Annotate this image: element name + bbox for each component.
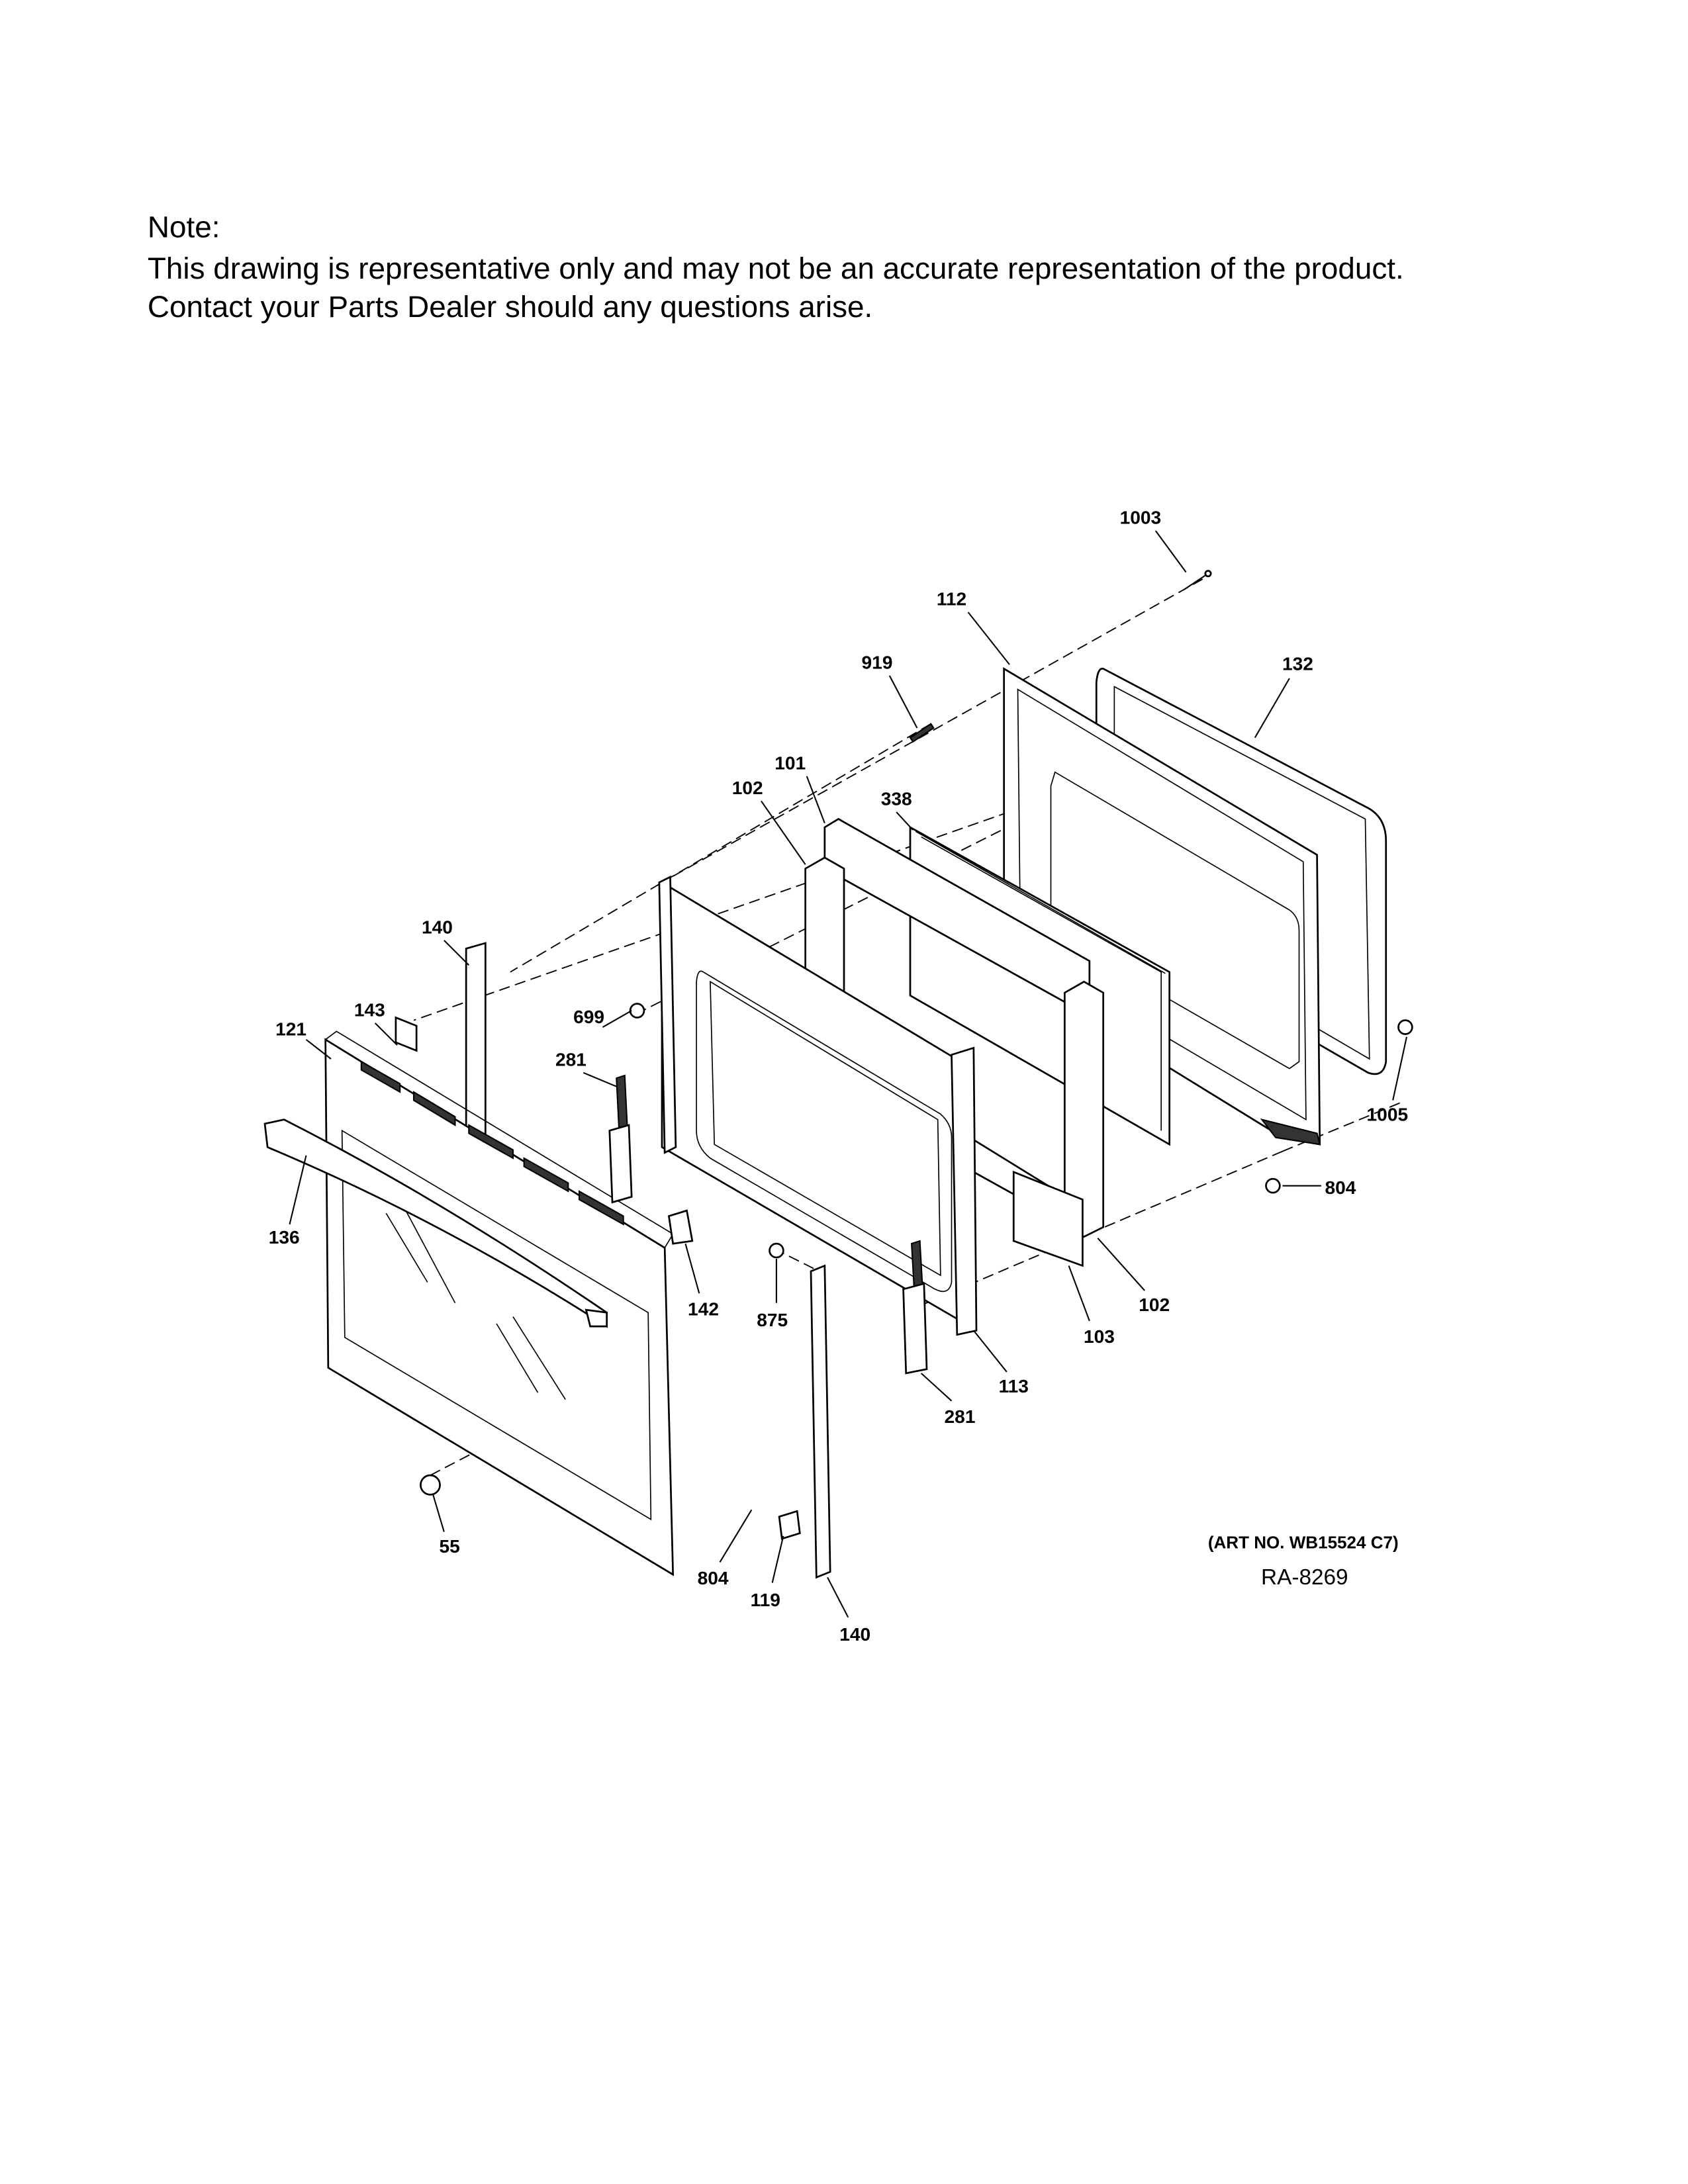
callout-121: 121 bbox=[275, 1019, 306, 1040]
callout-919: 919 bbox=[862, 652, 893, 672]
callout-804-right: 804 bbox=[1325, 1177, 1356, 1198]
part-140-rail-lower bbox=[810, 1264, 831, 1579]
callout-281-right: 281 bbox=[945, 1406, 976, 1427]
part-919-pin bbox=[909, 723, 935, 743]
part-281-hinge-left bbox=[608, 1074, 633, 1204]
part-142-latch bbox=[667, 1209, 694, 1245]
callout-1003: 1003 bbox=[1120, 508, 1162, 528]
callout-113: 113 bbox=[999, 1376, 1029, 1396]
note-heading: Note: bbox=[148, 210, 220, 244]
part-1003-screw bbox=[1182, 570, 1212, 591]
callout-699: 699 bbox=[573, 1007, 604, 1027]
part-121-outer-door bbox=[324, 1030, 675, 1576]
art-number: (ART NO. WB15524 C7) bbox=[1208, 1533, 1399, 1553]
callout-140-lower: 140 bbox=[839, 1624, 870, 1645]
part-136-handle bbox=[263, 1118, 608, 1328]
callout-875: 875 bbox=[757, 1310, 788, 1330]
part-1005-screw bbox=[1397, 1019, 1413, 1035]
part-804-screw-right bbox=[1265, 1177, 1281, 1194]
part-699-screw bbox=[629, 1003, 645, 1019]
callout-140-upper: 140 bbox=[422, 917, 453, 937]
callout-804-bottom: 804 bbox=[698, 1568, 729, 1588]
callout-101: 101 bbox=[774, 753, 806, 774]
part-875-screw bbox=[769, 1242, 784, 1259]
ra-code: RA-8269 bbox=[1261, 1565, 1348, 1590]
callout-119: 119 bbox=[751, 1590, 780, 1610]
vent-slots bbox=[360, 1060, 624, 1226]
callout-1005: 1005 bbox=[1367, 1105, 1409, 1125]
callout-112: 112 bbox=[937, 589, 966, 610]
callout-102-bottom: 102 bbox=[1139, 1295, 1170, 1315]
callout-143: 143 bbox=[354, 999, 385, 1020]
part-119-clip bbox=[778, 1510, 801, 1540]
callout-142: 142 bbox=[688, 1299, 719, 1320]
callout-leaders bbox=[289, 530, 1408, 1618]
callout-132: 132 bbox=[1282, 654, 1313, 674]
callout-55: 55 bbox=[440, 1536, 460, 1557]
callout-102-top: 102 bbox=[732, 778, 763, 798]
callout-103: 103 bbox=[1084, 1326, 1115, 1347]
note-line-2: Contact your Parts Dealer should any que… bbox=[148, 290, 872, 324]
part-55-bumper bbox=[420, 1474, 441, 1496]
note-line-1: This drawing is representative only and … bbox=[148, 251, 1404, 285]
part-143-bracket bbox=[395, 1016, 418, 1052]
callout-281-left: 281 bbox=[555, 1049, 586, 1069]
callout-338: 338 bbox=[881, 789, 912, 809]
part-281-hinge-right bbox=[902, 1240, 928, 1375]
part-113-inner-panel bbox=[658, 875, 978, 1336]
callout-136: 136 bbox=[269, 1227, 300, 1248]
